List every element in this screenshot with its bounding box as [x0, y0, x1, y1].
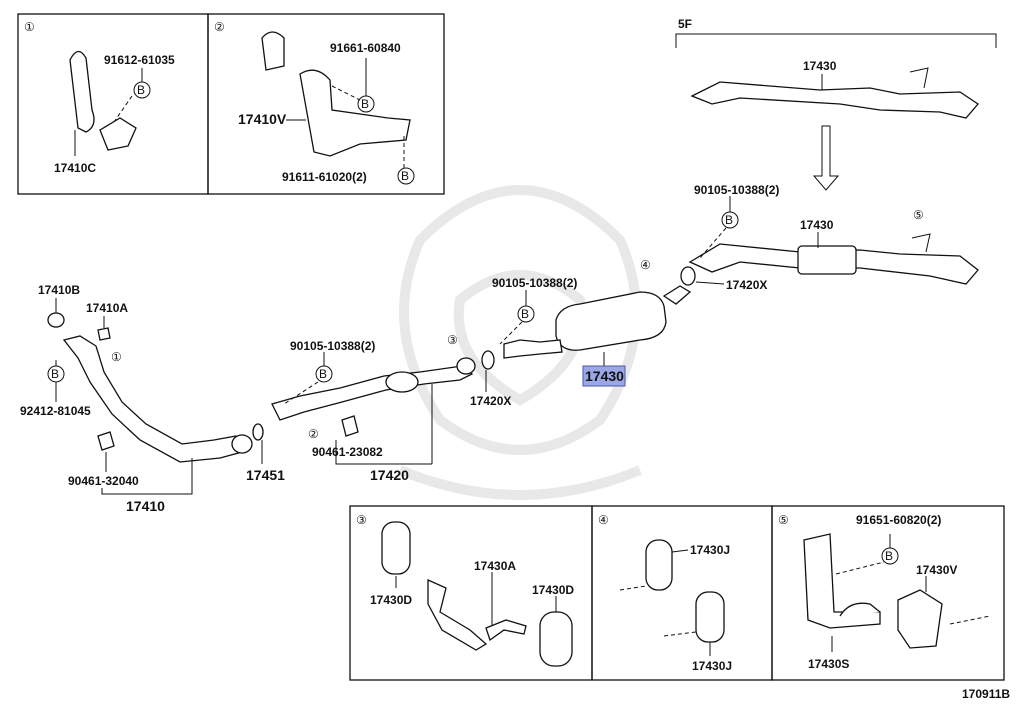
detail-box-3: ③ 17430D 17430A 17430D: [349, 505, 593, 681]
part-label: 17420X: [470, 394, 511, 408]
bolt-marker: [517, 305, 535, 323]
part-label: 17430: [803, 59, 837, 73]
circle-marker-1-secondary: ①: [111, 350, 122, 364]
part-label: 17410: [126, 498, 165, 514]
part-label: 17410B: [38, 283, 80, 297]
circle-marker-4-detail: ④: [598, 513, 609, 527]
fastener-label: 91661-60840: [330, 41, 401, 55]
bolt-marker: [315, 365, 333, 383]
bolt-b-label: B: [521, 307, 529, 321]
part-label: 17430A: [474, 559, 516, 573]
bolt-b-label: B: [725, 213, 733, 227]
bolt-b-label: B: [885, 549, 893, 563]
muffler-assembly: 17420X ④ 17430 B 90105-10388(2): [492, 258, 767, 387]
bolt-b-label: B: [361, 97, 369, 111]
bolt-b-label: B: [401, 169, 409, 183]
circle-marker-5-detail: ⑤: [778, 513, 789, 527]
circle-marker-2: ②: [214, 20, 225, 34]
part-label: 17410A: [86, 301, 128, 315]
front-pipe-assembly: 17410B 17410A ① B 92412-81045 90461-3204…: [20, 283, 285, 514]
circle-marker-1: ①: [24, 20, 35, 34]
bolt-marker: [881, 547, 899, 565]
bolt-b-label: B: [137, 83, 145, 97]
part-label: 17410C: [54, 161, 96, 175]
watermark-emblem: [398, 185, 642, 500]
part-label: 17430D: [532, 583, 574, 597]
circle-marker-3-detail: ③: [356, 513, 367, 527]
part-label: 17430D: [370, 593, 412, 607]
highlight-box: [582, 365, 626, 387]
circle-marker-5: ⑤: [913, 208, 924, 222]
fastener-label: 90461-23082: [312, 445, 383, 459]
fastener-label: 90105-10388(2): [694, 183, 779, 197]
fastener-label: 90461-32040: [68, 474, 139, 488]
fastener-label: 90105-10388(2): [290, 339, 375, 353]
part-label: 17430J: [690, 543, 730, 557]
part-label: 17410V: [238, 111, 287, 127]
bolt-b-label: B: [51, 367, 59, 381]
part-label: 17420X: [726, 278, 767, 292]
bolt-marker: [133, 81, 151, 99]
part-label: 17420: [370, 467, 409, 483]
fastener-label: 91612-61035: [104, 53, 175, 67]
fastener-label: 90105-10388(2): [492, 276, 577, 290]
part-label: 17430J: [692, 659, 732, 673]
circle-marker-2-secondary: ②: [308, 427, 319, 441]
inset-box-1: ① B 91612-61035 17410C: [17, 13, 209, 195]
tail-pipe-lower: 17430 ⑤ B 90105-10388(2): [688, 183, 979, 285]
fastener-label: 92412-81045: [20, 404, 91, 418]
circle-marker-4: ④: [640, 258, 651, 272]
fastener-label: 91651-60820(2): [856, 513, 941, 527]
bolt-marker: [357, 95, 375, 113]
part-label: 17451: [246, 467, 285, 483]
variant-5f-group: 5F 17430: [675, 17, 997, 191]
part-label-highlighted: 17430: [585, 368, 624, 384]
part-label: 17430: [800, 218, 834, 232]
bolt-marker: [397, 167, 415, 185]
detail-box-5: ⑤ B 91651-60820(2) 17430V 17430S: [771, 505, 1005, 681]
inset-box-2: ② B B 91661-60840 17410V 91611-61020(2): [207, 13, 445, 195]
detail-box-4: ④ 17430J 17430J: [591, 505, 773, 681]
center-pipe-assembly: 17420X ③ 17420 B 90105-10388(2) ② 90461-…: [271, 333, 511, 483]
variant-label: 5F: [678, 17, 692, 31]
bolt-marker: [721, 211, 739, 229]
fastener-label: 91611-61020(2): [282, 170, 367, 184]
circle-marker-3: ③: [447, 333, 458, 347]
part-label: 17430S: [808, 657, 849, 671]
bolt-b-label: B: [319, 367, 327, 381]
diagram-code: 170911B: [962, 687, 1010, 701]
part-label: 17430V: [916, 563, 957, 577]
